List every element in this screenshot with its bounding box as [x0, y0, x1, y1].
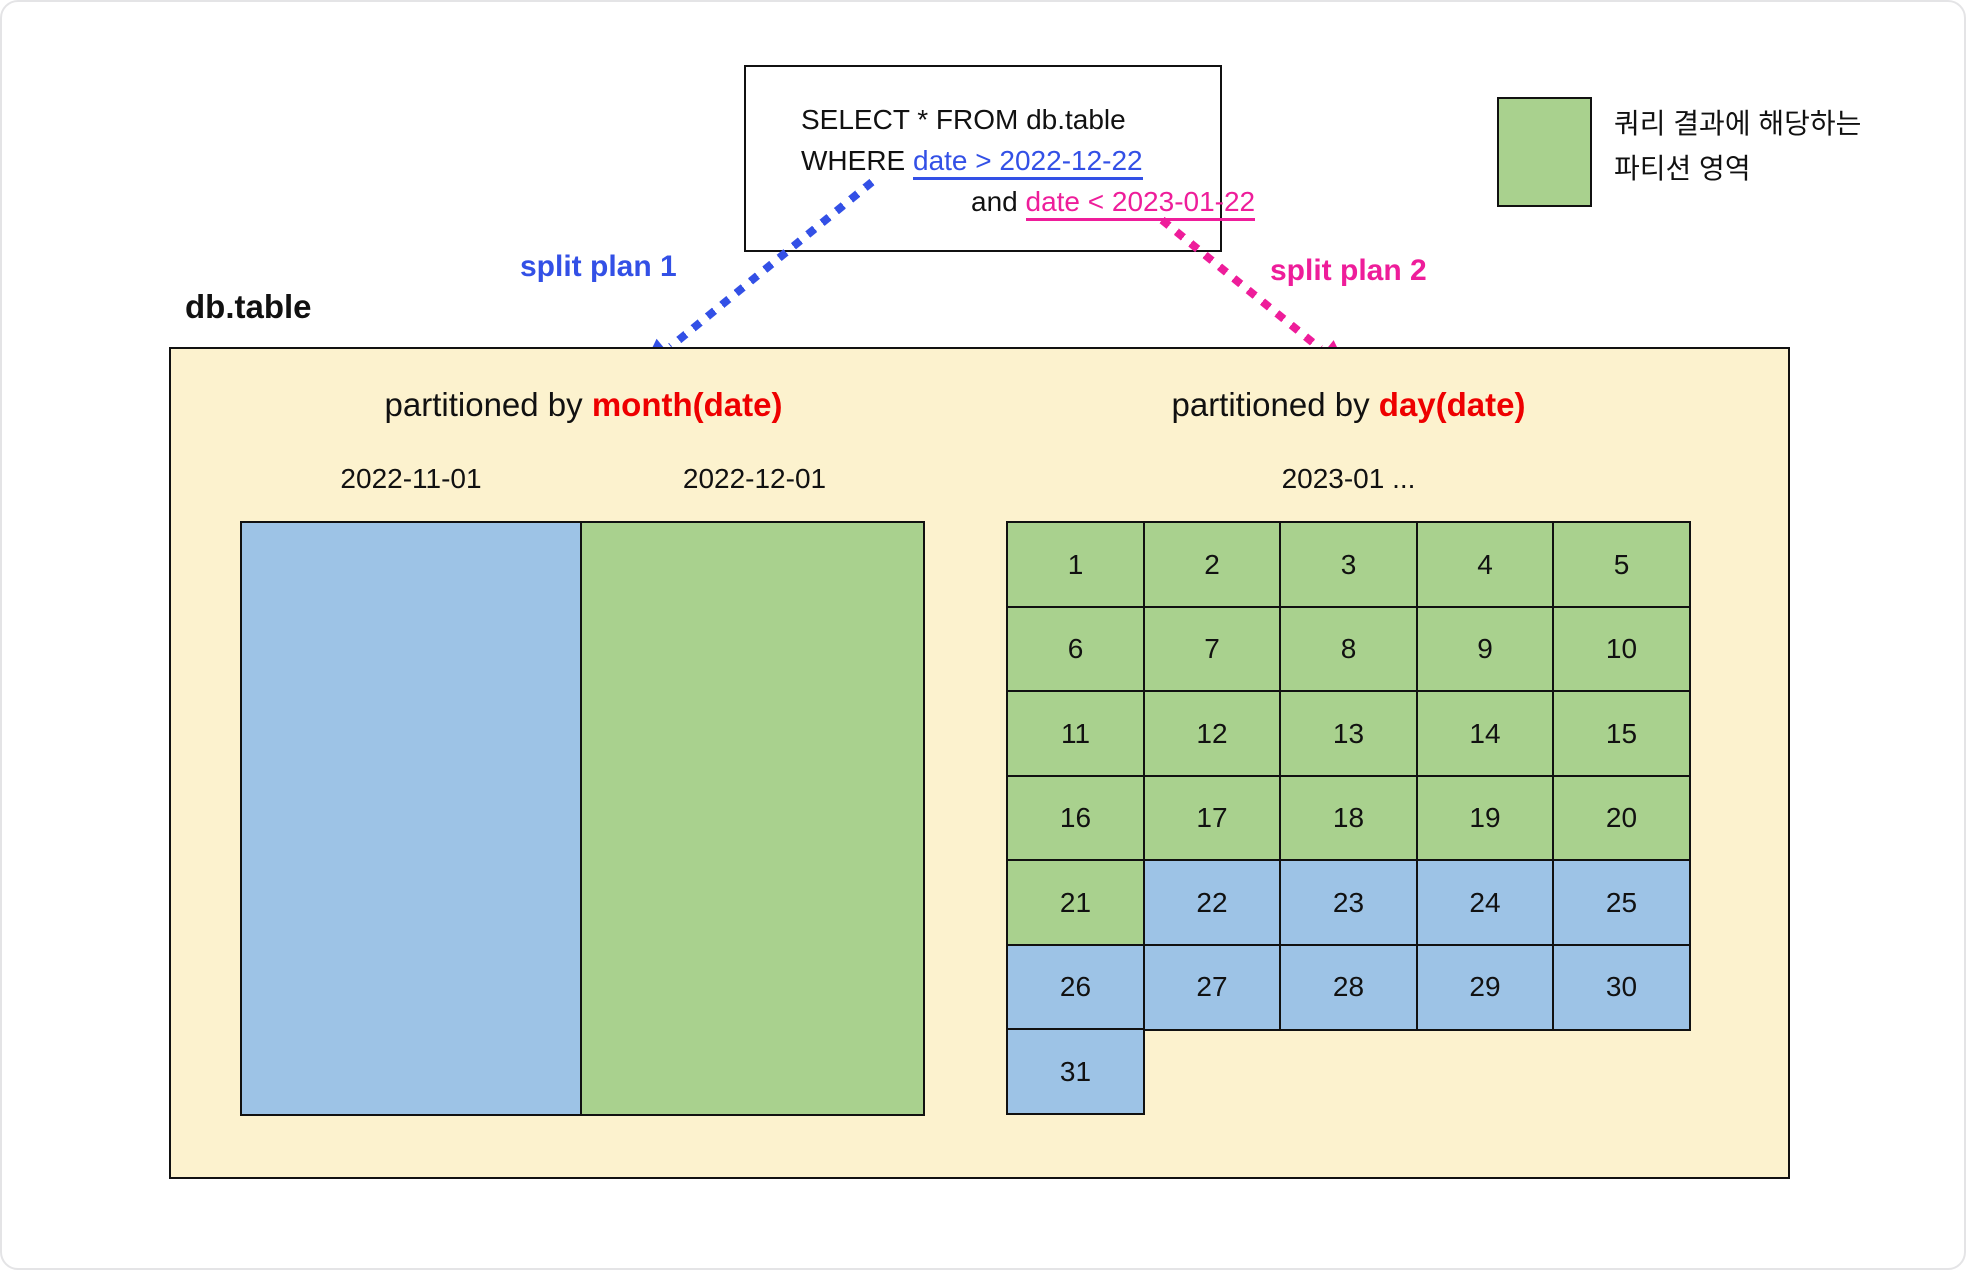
day-cell: 26: [1006, 943, 1145, 1031]
day-cell: 21: [1006, 859, 1145, 946]
month-col-header-dec: 2022-12-01: [682, 463, 827, 494]
month-col-header-nov: 2022-11-01: [340, 463, 482, 494]
day-cell: 19: [1415, 774, 1555, 862]
legend-label-line2: 파티션 영역: [1614, 153, 1751, 184]
split-plan-2-label: split plan 2: [1270, 254, 1427, 287]
day-cell: 29: [1415, 943, 1555, 1031]
day-cell: 30: [1552, 943, 1691, 1031]
day-cell: 2: [1142, 521, 1282, 608]
day-cell: 18: [1279, 774, 1418, 862]
day-cell: 31: [1006, 1028, 1145, 1115]
day-cell: 6: [1006, 605, 1145, 693]
day-cell: 7: [1142, 605, 1282, 693]
day-cell: 10: [1552, 605, 1691, 693]
month-partition-columns: [240, 521, 925, 1116]
day-grid-header: 2023-01 ...: [1281, 463, 1416, 494]
query-line-and: and date < 2023-01-22: [971, 181, 1256, 222]
day-cell: 13: [1279, 690, 1418, 777]
day-cell: 25: [1552, 859, 1691, 946]
month-partition-cell: [579, 521, 925, 1116]
day-cell: 27: [1142, 943, 1282, 1031]
day-cell: 28: [1279, 943, 1418, 1031]
day-cell: 23: [1279, 859, 1418, 946]
day-cell: 15: [1552, 690, 1691, 777]
title-prefix: partitioned by: [384, 386, 592, 423]
month-partition-title: partitioned by month(date): [240, 386, 927, 424]
day-cell: 14: [1415, 690, 1555, 777]
day-partition-title: partitioned by day(date): [1006, 386, 1691, 424]
day-cell: 9: [1415, 605, 1555, 693]
day-cell: 22: [1142, 859, 1282, 946]
day-cell: 24: [1415, 859, 1555, 946]
query-line-select: SELECT * FROM db.table: [801, 104, 1126, 135]
day-cell: 17: [1142, 774, 1282, 862]
query-line-where: WHERE date > 2022-12-22: [801, 140, 1220, 181]
day-cell: 4: [1415, 521, 1555, 608]
day-cell: 5: [1552, 521, 1691, 608]
day-cell: 8: [1279, 605, 1418, 693]
split-plan-1-label: split plan 1: [520, 250, 677, 283]
day-cell: 11: [1006, 690, 1145, 777]
where-keyword: WHERE: [801, 145, 913, 176]
legend-label-line1: 쿼리 결과에 해당하는: [1614, 108, 1862, 139]
day-cell: 3: [1279, 521, 1418, 608]
db-table-label: db.table: [185, 288, 312, 325]
month-fn: month(date): [591, 386, 783, 423]
day-cell: 16: [1006, 774, 1145, 862]
title-prefix: partitioned by: [1171, 386, 1379, 423]
day-fn: day(date): [1378, 386, 1526, 423]
day-cell: 20: [1552, 774, 1691, 862]
and-keyword: and: [971, 186, 1026, 217]
day-cell: 1: [1006, 521, 1145, 608]
condition-date-gt: date > 2022-12-22: [913, 145, 1143, 180]
legend-label: 쿼리 결과에 해당하는 파티션 영역: [1614, 101, 1861, 191]
day-cell: 12: [1142, 690, 1282, 777]
condition-date-lt: date < 2023-01-22: [1025, 186, 1256, 221]
calendar-row: 31: [1006, 1028, 1691, 1115]
month-partition-cell: [240, 521, 582, 1116]
legend-result-swatch: [1497, 97, 1592, 207]
